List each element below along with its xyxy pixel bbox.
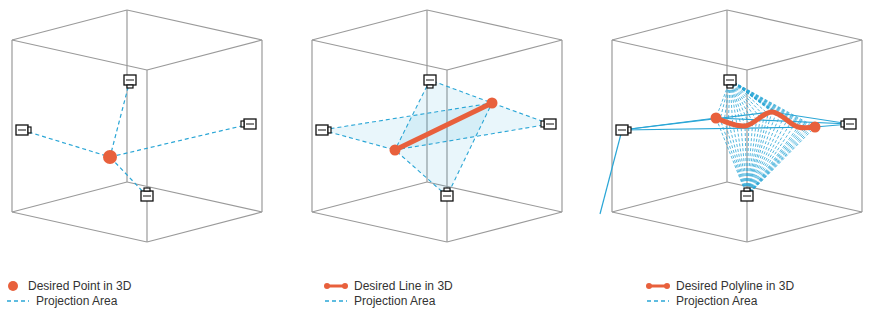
cube-edge: [747, 40, 862, 70]
cube-edge: [612, 212, 747, 242]
legend-entry: Desired Point in 3D: [6, 279, 131, 293]
camera-icon: [241, 119, 256, 129]
projection-ray: [724, 120, 747, 196]
cube-edge: [427, 10, 562, 40]
projection-ray: [720, 119, 747, 196]
polyline-endpoint: [810, 122, 821, 133]
cube-edge: [146, 70, 147, 242]
desired-line: [395, 103, 492, 150]
cube-edge: [612, 10, 727, 40]
projection-ray: [622, 112, 772, 130]
cube-edge: [612, 182, 727, 212]
legend-label: Desired Point in 3D: [28, 279, 131, 293]
camera-icon: [724, 75, 736, 88]
camera-icon: [441, 188, 453, 201]
projection-ray: [622, 127, 815, 130]
legend-entry: Desired Polyline in 3D: [646, 279, 794, 293]
legend-label: Desired Line in 3D: [354, 279, 453, 293]
projection-ray: [716, 118, 747, 196]
projection-ray: [747, 127, 803, 196]
cube-panel: [312, 10, 562, 242]
projection-ray: [747, 127, 800, 196]
legend-sample: [646, 280, 670, 292]
camera-icon: [16, 125, 31, 135]
projection-ray: [110, 124, 250, 157]
legend-sample: [646, 295, 670, 307]
cube-edge: [12, 10, 127, 40]
cube-edge: [147, 212, 262, 242]
projection-ray: [733, 123, 747, 196]
camera-icon: [124, 75, 136, 88]
camera-icon: [141, 188, 153, 201]
projection-ray: [110, 80, 130, 157]
camera-icon: [616, 125, 631, 135]
legend-entry: Projection Area: [6, 294, 117, 308]
cube-edge: [312, 212, 447, 242]
polyline-endpoint: [711, 113, 722, 124]
camera-icon: [316, 125, 331, 135]
cube-edge: [861, 40, 862, 212]
projection-ray: [747, 127, 815, 196]
cube-edge: [447, 40, 562, 70]
projection-ray: [728, 121, 747, 196]
cube-edge: [127, 10, 262, 40]
cube-edge: [561, 40, 562, 212]
line-endpoint: [390, 145, 401, 156]
legend-label: Projection Area: [676, 294, 757, 308]
projection-ray: [745, 126, 747, 196]
projection-ray: [600, 130, 622, 214]
cube-edge: [11, 40, 12, 212]
camera-icon: [541, 119, 556, 129]
projection-ray: [747, 125, 794, 196]
cube-edge: [312, 10, 427, 40]
desired-polyline: [716, 112, 815, 128]
legend-sample: [324, 280, 348, 292]
projection-ray: [747, 121, 787, 196]
projection-ray: [737, 124, 747, 196]
cube-edge: [447, 212, 562, 242]
legend-entry: Projection Area: [646, 294, 757, 308]
projection-ray: [747, 127, 805, 196]
legend-entry: Projection Area: [324, 294, 435, 308]
projection-ray: [747, 127, 813, 196]
projection-ray: [747, 127, 808, 196]
legend-sample: [324, 295, 348, 307]
cube-edge: [747, 212, 862, 242]
legend-sample: [6, 295, 30, 307]
desired-point: [103, 150, 117, 164]
projection-ray: [730, 80, 776, 114]
cube-edge: [261, 40, 262, 212]
cube-panel: [600, 10, 862, 242]
projection-ray: [110, 157, 147, 196]
projection-ray: [741, 125, 747, 196]
cube-edge: [147, 40, 262, 70]
projection-ray: [747, 123, 791, 196]
cube-edge: [746, 70, 747, 242]
cube-edge: [311, 40, 312, 212]
legend-label: Projection Area: [36, 294, 117, 308]
camera-icon: [424, 75, 436, 88]
cube-edge: [727, 10, 862, 40]
projection-ray: [747, 118, 783, 196]
legend-sample: [6, 280, 22, 292]
cube-edge: [12, 182, 127, 212]
legend-entry: Desired Line in 3D: [324, 279, 453, 293]
line-endpoint: [487, 98, 498, 109]
camera-icon: [741, 188, 753, 201]
legend-label: Projection Area: [354, 294, 435, 308]
cube-edge: [611, 40, 612, 212]
cube-edge: [12, 212, 147, 242]
cube-edge: [727, 182, 862, 212]
legend-label: Desired Polyline in 3D: [676, 279, 794, 293]
cube-edge: [312, 182, 427, 212]
projection-ray: [747, 127, 810, 196]
projection-plane: [395, 103, 492, 196]
cube-edge: [127, 182, 262, 212]
cube-edge: [126, 10, 127, 182]
cube-panel: [12, 10, 262, 242]
projection-ray: [22, 130, 110, 157]
camera-icon: [841, 119, 856, 129]
